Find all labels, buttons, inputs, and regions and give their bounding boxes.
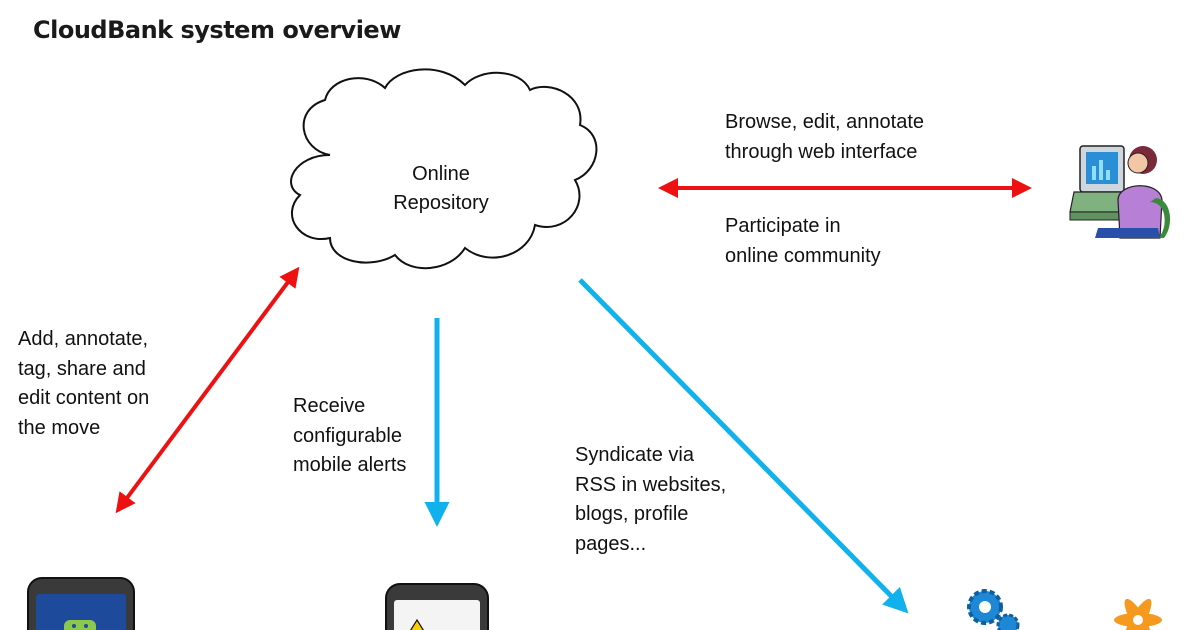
cloud-icon: Online Repository: [290, 68, 598, 270]
label-line: Participate in: [725, 215, 841, 237]
gears-icon: [967, 589, 1020, 630]
label-line: the move: [18, 416, 101, 439]
label-line: Browse, edit, annotate: [725, 111, 925, 133]
repository-label-line2: Repository: [393, 192, 489, 214]
label-line: Syndicate via: [575, 444, 694, 466]
syndicate-label: Syndicate via RSS in websites, blogs, pr…: [575, 441, 726, 559]
repository-label-line1: Online: [412, 163, 470, 185]
alerts-label: Receive configurable mobile alerts: [293, 392, 406, 481]
label-line: configurable: [293, 424, 402, 447]
label-line: pages...: [575, 532, 647, 555]
label-line: online community: [725, 244, 881, 267]
mobile-edit-label: Add, annotate, tag, share and edit conte…: [18, 325, 149, 443]
label-line: blogs, profile: [575, 503, 689, 525]
label-line: Receive: [293, 395, 366, 417]
user-at-computer-icon: [1069, 145, 1171, 239]
starburst-logo-icon: [1114, 598, 1162, 630]
syndicate-arrow: [578, 278, 909, 614]
label-line: mobile alerts: [293, 454, 407, 476]
android-phone-icon: [27, 577, 135, 630]
mobile-bidirectional-arrow: [115, 266, 300, 514]
label-line: edit content on: [18, 387, 150, 409]
label-line: through web interface: [725, 140, 918, 163]
page-title: CloudBank system overview: [33, 16, 401, 44]
alert-phone-icon: [385, 583, 489, 630]
label-line: tag, share and: [18, 357, 146, 380]
label-line: Add, annotate,: [18, 328, 149, 350]
community-label: Participate in online community: [725, 212, 881, 271]
label-line: RSS in websites,: [575, 473, 727, 496]
web-interface-label: Browse, edit, annotate through web inter…: [725, 108, 924, 167]
